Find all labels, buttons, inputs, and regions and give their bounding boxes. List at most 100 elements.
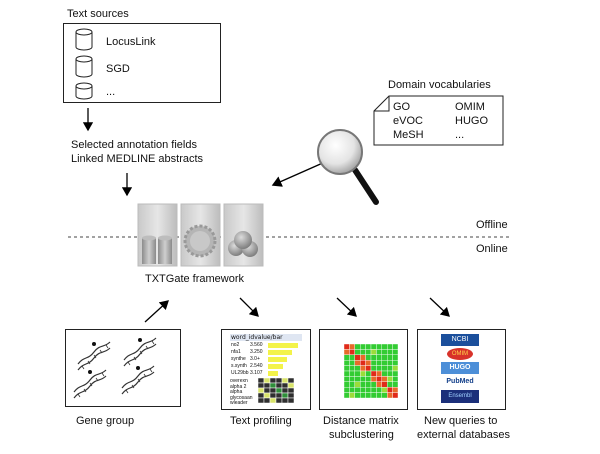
matrix-cell	[365, 343, 372, 350]
distance-label-line-2: subclustering	[329, 429, 394, 441]
matrix-cell	[381, 365, 388, 372]
matrix-cell	[386, 354, 393, 361]
arrow-framework-to-queries	[429, 297, 450, 317]
framework-block-spheres	[223, 203, 264, 267]
matrix-cell	[343, 387, 350, 393]
text-sources-box: LocusLink SGD ...	[63, 23, 221, 103]
matrix-cell	[370, 387, 377, 393]
logo-pubmed[interactable]: PubMed	[441, 376, 479, 388]
matrix-cell	[392, 387, 399, 393]
external-db-panel: NCBI OMIM HUGO PubMed Ensembl	[417, 329, 506, 410]
matrix-cell	[370, 349, 377, 355]
matrix-cell	[360, 387, 366, 393]
logo-omim[interactable]: OMIM	[447, 348, 473, 360]
matrix-cell	[370, 343, 377, 350]
matrix-cell	[376, 365, 383, 372]
database-icons	[75, 28, 93, 100]
arrow-genegroup-to-framework	[144, 300, 169, 323]
matrix-cell	[360, 343, 366, 350]
profile-row: UL29bb 3.107	[230, 370, 302, 377]
matrix-cell	[354, 360, 361, 366]
arrow-vocab-to-framework	[271, 161, 326, 187]
matrix-cell	[386, 343, 393, 350]
source-locuslink: LocusLink	[106, 36, 156, 48]
matrix-cell	[376, 360, 383, 366]
matrix-cell	[376, 354, 383, 361]
matrix-cell	[376, 343, 383, 350]
matrix-cell	[343, 349, 350, 355]
matrix-cell	[370, 354, 377, 361]
matrix-cell	[386, 376, 393, 383]
vocab-hugo: HUGO	[455, 115, 488, 127]
matrix-cell	[392, 354, 399, 361]
matrix-cell	[376, 392, 383, 399]
matrix-cell	[386, 349, 393, 355]
matrix-cell	[370, 370, 377, 377]
matrix-cell	[392, 381, 399, 388]
matrix-cell	[392, 370, 399, 377]
profile-header-bar	[230, 334, 302, 341]
matrix-cell	[386, 370, 393, 377]
matrix-cell	[349, 381, 355, 388]
matrix-cell	[386, 392, 393, 399]
matrix-cell	[349, 370, 355, 377]
logo-hugo[interactable]: HUGO	[441, 362, 479, 374]
vocab-go: GO	[393, 101, 411, 113]
profile-row: synthe 3.0+	[230, 356, 302, 363]
matrix-cell	[392, 365, 399, 372]
logo-ensembl[interactable]: Ensembl	[441, 390, 479, 403]
distance-matrix-heatmap	[343, 343, 399, 399]
matrix-cell	[343, 392, 350, 399]
dna-helix-icons	[73, 337, 157, 399]
matrix-cell	[360, 376, 366, 383]
gene-group-label: Gene group	[76, 415, 135, 427]
matrix-cell	[343, 376, 350, 383]
framework-block-databases	[137, 203, 178, 267]
matrix-cell	[349, 365, 355, 372]
source-more: ...	[106, 86, 116, 98]
matrix-cell	[370, 381, 377, 388]
matrix-cell	[354, 381, 361, 388]
matrix-cell	[392, 360, 399, 366]
matrix-cell	[354, 387, 361, 393]
text-sources-title: Text sources	[67, 8, 129, 20]
online-label: Online	[476, 243, 508, 255]
matrix-cell	[365, 381, 372, 388]
arrow-framework-to-distance	[336, 297, 357, 317]
matrix-cell	[343, 354, 350, 361]
matrix-cell	[392, 349, 399, 355]
profile-bar	[268, 371, 278, 376]
source-sgd: SGD	[106, 63, 130, 75]
matrix-cell	[376, 376, 383, 383]
matrix-cell	[381, 376, 388, 383]
vocab-title: Domain vocabularies	[388, 79, 491, 91]
matrix-cell	[386, 365, 393, 372]
distance-matrix-panel	[319, 329, 408, 410]
matrix-cell	[392, 392, 399, 399]
matrix-cell	[349, 392, 355, 399]
matrix-cell	[349, 349, 355, 355]
gene-group-panel	[65, 329, 181, 407]
matrix-cell	[360, 392, 366, 399]
logo-ncbi[interactable]: NCBI	[441, 334, 479, 346]
text-profiling-panel: word_idvalue/bar no2 3.560 nfa1 3.250 sy…	[221, 329, 311, 410]
annotation-line-1: Selected annotation fields	[71, 139, 197, 151]
matrix-cell	[365, 354, 372, 361]
profile-row: no2 3.560	[230, 342, 302, 349]
distance-label-line-1: Distance matrix	[323, 415, 399, 427]
matrix-cell	[376, 387, 383, 393]
matrix-cell	[354, 343, 361, 350]
matrix-cell	[354, 392, 361, 399]
matrix-cell	[349, 376, 355, 383]
profile-row: s.synth 2.540	[230, 363, 302, 370]
vocab-more: ...	[455, 129, 465, 141]
profile-words: overexn alpha 2 alpha glycosaan wleader	[230, 378, 253, 406]
matrix-cell	[365, 392, 372, 399]
matrix-cell	[354, 349, 361, 355]
vocab-mesh: MeSH	[393, 129, 424, 141]
profile-bar	[268, 364, 283, 369]
matrix-cell	[381, 343, 388, 350]
matrix-cell	[370, 376, 377, 383]
